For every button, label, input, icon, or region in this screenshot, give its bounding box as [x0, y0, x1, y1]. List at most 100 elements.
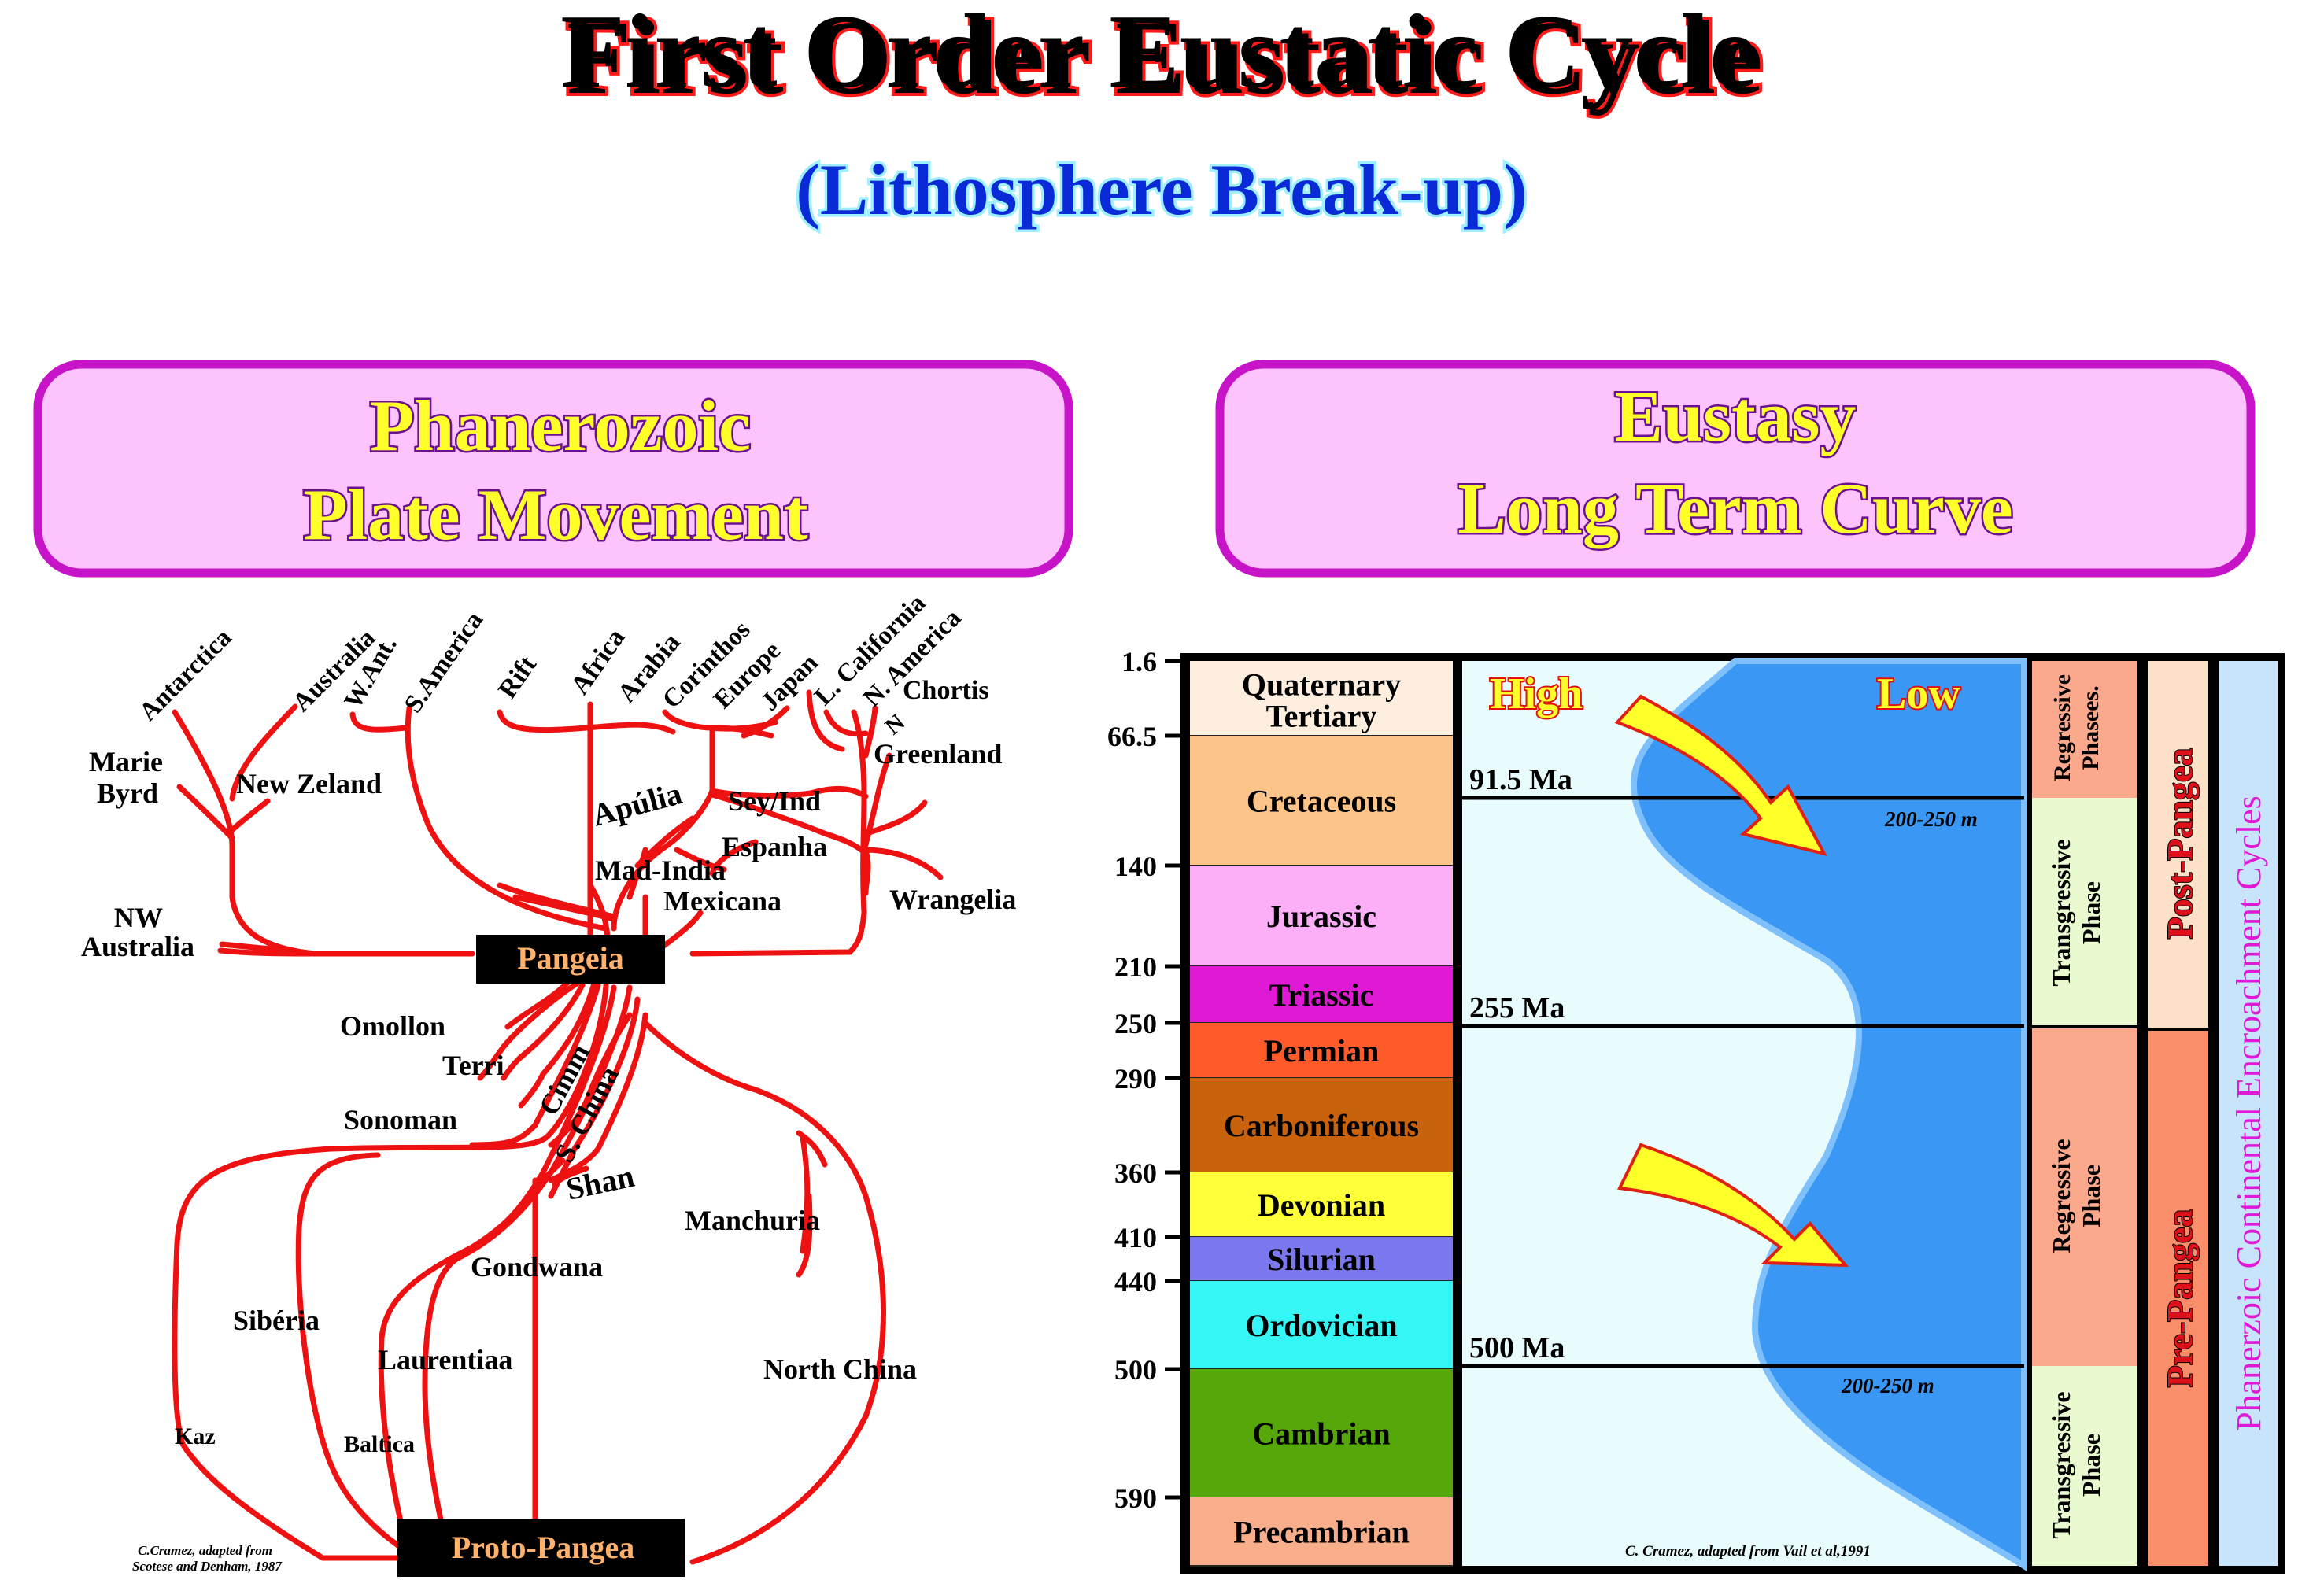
marker-91-label: 91.5 Ma — [1469, 763, 1572, 796]
label-baltica: Baltica — [344, 1431, 415, 1457]
regression-arrow-2 — [1616, 1143, 1849, 1268]
phase-word-phasees: Phasees. — [2078, 685, 2104, 770]
phase-word-transgressive-1: Transgressive — [2047, 839, 2075, 986]
sea-level-area — [1630, 658, 2027, 1572]
label-rift: Rift — [493, 650, 542, 703]
period-cell-devonian — [1190, 1172, 1453, 1237]
period-label-jurassic: Jurassic — [1266, 899, 1376, 934]
plate-movement-header-line2: Plate Movement — [303, 474, 808, 555]
period-label-triassic: Triassic — [1269, 977, 1374, 1013]
proto-pangea-node: Proto-Pangea — [397, 1519, 685, 1577]
phase-regressive-lower — [2032, 1028, 2137, 1366]
period-cell-triassic — [1190, 966, 1453, 1023]
pangeia-box — [476, 935, 665, 984]
phase-transgressive-upper — [2032, 798, 2137, 1026]
label-omollon: Omollon — [340, 1010, 445, 1042]
label-gondwana: Gondwana — [471, 1251, 603, 1283]
age-label: 210 — [1114, 951, 1157, 983]
label-nw-australia: Australia — [81, 931, 194, 962]
label-siberia: Sibéria — [233, 1305, 320, 1336]
cycles-cell — [2219, 661, 2278, 1566]
age-label: 250 — [1114, 1008, 1157, 1039]
phase-transgressive-lower — [2032, 1366, 2137, 1566]
phase-label-regressive-lower: Regressive Phase — [2047, 1139, 2105, 1253]
eustasy-header: Eustasy Long Term Curve — [1215, 360, 2256, 578]
period-cell-permian — [1190, 1023, 1453, 1078]
eustasy-header-line2: Long Term Curve — [1458, 468, 2012, 548]
phase-regressive-upper — [2032, 661, 2137, 798]
pre-pangea-label: Pre-Pangea — [2160, 1209, 2200, 1388]
age-label: 290 — [1114, 1063, 1157, 1095]
phase-word-regressive-2: Regressive — [2047, 1139, 2075, 1253]
main-title-group: First Order Eustatic Cycle First Order E… — [560, 0, 1766, 119]
age-label: 66.5 — [1107, 721, 1157, 752]
label-apulia: Apúlia — [589, 775, 685, 832]
post-pangea-cell — [2148, 661, 2208, 1028]
marker-255-label: 255 Ma — [1469, 991, 1565, 1024]
plate-tree-labels: Marie Byrd New Zeland NW Australia Apúli… — [81, 738, 1016, 1457]
marker-500-label: 500 Ma — [1469, 1331, 1565, 1364]
label-nw: NW — [114, 902, 163, 933]
proto-pangea-box — [397, 1519, 685, 1577]
high-label: High — [1490, 670, 1583, 718]
cycles-label: Phanerzoic Continental Encroachment Cycl… — [2230, 796, 2268, 1431]
label-s-america: S.America — [399, 607, 489, 718]
eustasy-chart: QuaternaryTertiaryCretaceousJurassicTria… — [1180, 653, 2285, 1574]
age-label: 360 — [1114, 1157, 1157, 1189]
phase-label-transgressive-upper: Transgressive Phase — [2047, 839, 2105, 986]
period-label-cretaceous: Cretaceous — [1247, 784, 1396, 819]
label-sonoman: Sonoman — [344, 1104, 457, 1135]
period-cell-cambrian — [1190, 1369, 1453, 1497]
amplitude-label-2: 200-250 m — [1841, 1374, 1934, 1397]
amplitude-label-1: 200-250 m — [1884, 807, 1978, 831]
label-north-china: North China — [763, 1353, 917, 1385]
subtitle: (Lithosphere Break-up) — [796, 150, 1527, 230]
period-label-silurian: Silurian — [1267, 1242, 1376, 1277]
proto-pangea-label: Proto-Pangea — [452, 1530, 635, 1565]
label-mexicana: Mexicana — [663, 885, 781, 917]
main-title: First Order Eustatic Cycle — [560, 0, 1757, 109]
label-n-small: N — [880, 709, 910, 740]
pre-pangea-cell — [2148, 1031, 2208, 1566]
label-byrd: Byrd — [97, 777, 158, 809]
label-new-zeland: New Zeland — [236, 768, 382, 799]
pangeia-label: Pangeia — [517, 940, 624, 976]
period-cell-jurassic — [1190, 866, 1453, 966]
period-cell-quaternary — [1190, 661, 1453, 736]
period-label-quaternary: Quaternary — [1242, 667, 1401, 703]
label-marie: Marie — [89, 746, 163, 777]
period-cell-ordovician — [1190, 1281, 1453, 1369]
label-greenland: Greenland — [874, 738, 1002, 770]
plate-movement-header-box — [33, 360, 1073, 578]
label-sey-ind: Sey/Ind — [728, 785, 821, 817]
eustasy-header-box — [1215, 360, 2256, 578]
age-label: 410 — [1114, 1222, 1157, 1253]
eustasy-header-line1: Eustasy — [1615, 376, 1857, 456]
label-manchuria: Manchuria — [685, 1205, 820, 1236]
period-cell-precambrian — [1190, 1497, 1453, 1566]
main-title-shadow: First Order Eustatic Cycle — [567, 0, 1763, 116]
plate-tree-top-labels: Antarctica Australia W.Ant. S.America Ri… — [134, 589, 988, 740]
phase-label-regressive-upper: Regressive Phasees. — [2049, 674, 2104, 781]
age-label: 590 — [1114, 1482, 1157, 1514]
chart-credit: C. Cramez, adapted from Vail et al,1991 — [1625, 1543, 1871, 1560]
low-label: Low — [1877, 670, 1960, 718]
period-cell-cretaceous — [1190, 736, 1453, 866]
label-mad-india: Mad-India — [595, 855, 726, 886]
label-laurentiaa: Laurentiaa — [378, 1344, 512, 1375]
period-label-carboniferous: Carboniferous — [1224, 1108, 1419, 1143]
age-label: 440 — [1114, 1266, 1157, 1298]
regression-arrow-1 — [1614, 694, 1827, 857]
label-espanha: Espanha — [722, 831, 827, 862]
label-antarctica: Antarctica — [134, 623, 237, 726]
phase-word-phase-3: Phase — [2077, 1434, 2105, 1497]
period-label-devonian: Devonian — [1258, 1187, 1385, 1223]
phase-word-phase-2: Phase — [2077, 1165, 2105, 1227]
period-label-ordovician: Ordovician — [1245, 1308, 1397, 1343]
plate-tree-lines — [172, 689, 944, 1565]
age-label: 500 — [1114, 1354, 1157, 1386]
phase-word-phase-1: Phase — [2077, 881, 2105, 944]
plate-movement-header-line1: Phanerozoic — [370, 386, 751, 466]
period-label-permian: Permian — [1264, 1033, 1380, 1069]
